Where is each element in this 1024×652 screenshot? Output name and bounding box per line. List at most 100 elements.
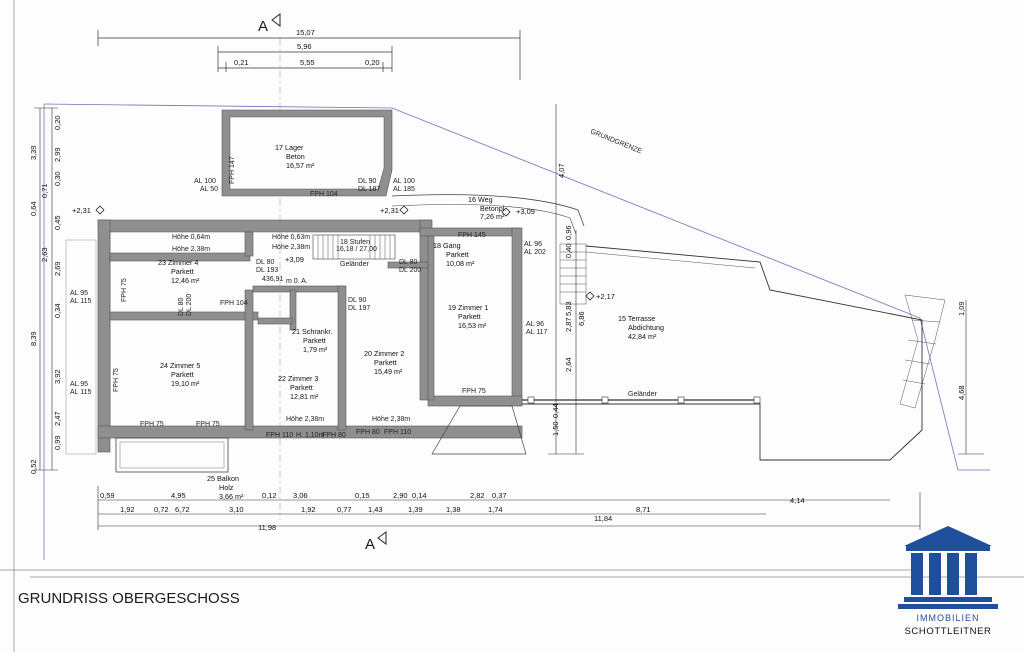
logo-roof [904, 526, 992, 546]
dim-top-part-1: 0,21 [234, 58, 249, 67]
dim-right-9: 1,50 [551, 421, 560, 436]
room-terrasse-floor: Abdichtung [628, 323, 664, 332]
room-gang-name: 18 Gang [433, 241, 461, 250]
room-weg-floor: Betonpl. [480, 204, 506, 213]
note-h110: H. 1,10m [296, 432, 325, 439]
dim-left-inner-4: 0,71 [40, 183, 49, 198]
opening-dl90: DL 90 [358, 178, 377, 185]
dim-bottom-1-7: 0,14 [412, 491, 427, 500]
dim-left-outer-4: 0,52 [29, 459, 38, 474]
note-fph104: FPH 104 [310, 191, 338, 198]
opening-al117: AL 117 [526, 329, 548, 336]
dim-bottom-1-4: 3,06 [293, 491, 308, 500]
logo-column-1 [911, 553, 923, 595]
room-zimmer1-floor: Parkett [458, 312, 481, 321]
section-letter-bottom: A [365, 536, 375, 553]
room-zimmer5-name: 24 Zimmer 5 [160, 361, 200, 370]
dim-left-inner-9: 3,92 [53, 369, 62, 384]
opening-annotations: AL 100 AL 50 DL 90 DL 187 AL 100 AL 185 … [70, 178, 548, 396]
dim-overall-top: 15,07 [296, 28, 315, 37]
section-marker-bottom: A [365, 531, 387, 553]
level-3: +3,09 [285, 255, 304, 264]
opening-dl90b: DL 90 [348, 297, 367, 304]
dim-bottom-1-6: 2,90 [393, 491, 408, 500]
opening-dl80b: DL 80 [399, 259, 418, 266]
dim-bottom-2-3: 6,72 [175, 505, 190, 514]
room-balkon-name: 25 Balkon [207, 474, 239, 483]
room-schrankr-name: 21 Schrankr. [292, 327, 332, 336]
dim-bottom-1-10: 4,14 [790, 496, 805, 505]
section-letter-top: A [258, 18, 268, 35]
section-marker-top: A [258, 13, 281, 35]
room-zimmer3-floor: Parkett [290, 383, 313, 392]
dim-bottom-2-11: 8,71 [636, 505, 651, 514]
room-zimmer1-name: 19 Zimmer 1 [448, 303, 488, 312]
note-fph110: FPH 110 [266, 432, 293, 439]
note-fph75b: FPH 75 [113, 368, 120, 392]
dim-top-part-3: 0,20 [365, 58, 380, 67]
dim-left-outer-2: 0,64 [29, 201, 38, 216]
note-fph75a: FPH 75 [121, 278, 128, 302]
opening-al115b: AL 115 [70, 389, 92, 396]
dim-right-3: 0,40 [564, 243, 573, 258]
note-fph80b: FPH 80 [356, 429, 380, 436]
dim-right-10: 1,09 [957, 301, 966, 316]
level-markers: +2,31 +2,31 +3,09 +3,09 +2,17 [72, 205, 615, 301]
terrace-area: Geländer [431, 245, 923, 461]
bottom-dimensions [97, 486, 921, 530]
note-hoehe-5: Höhe 2,38m [286, 416, 324, 423]
dim-right-2: 0,96 [564, 225, 573, 240]
room-lager-floor: Beton [286, 152, 305, 161]
room-label-weg: 16 Weg Betonpl. 7,26 m² [468, 195, 506, 221]
room-lager-area: 16,57 m² [286, 161, 315, 170]
dim-bottom-1-5: 0,15 [355, 491, 370, 500]
top-dimensions: 15,07 5,96 0,21 5,55 0,20 [97, 28, 521, 80]
room-zimmer3-name: 22 Zimmer 3 [278, 374, 318, 383]
dim-left-outer-3: 8,39 [29, 331, 38, 346]
dim-left-inner-3: 0,30 [53, 171, 62, 186]
room-label-zimmer2: 20 Zimmer 2 Parkett 15,49 m² [364, 349, 404, 376]
opening-dl200b: DL 200 [186, 294, 193, 316]
property-boundary [43, 103, 990, 471]
outdoor-stairs [559, 243, 946, 409]
dim-right-4: 5,83 [564, 301, 573, 316]
dim-right-5: 2,87 [564, 317, 573, 332]
section-arrow-bottom [377, 531, 387, 545]
room-zimmer2-floor: Parkett [374, 358, 397, 367]
logo-column-3 [947, 553, 959, 595]
opening-al50: AL 50 [200, 186, 218, 193]
section-arrow-top [271, 13, 281, 27]
room-zimmer1-area: 16,53 m² [458, 321, 487, 330]
note-fph110b: FPH 110 [384, 429, 411, 436]
height-notes: Höhe 0,64m Höhe 2,38m Höhe 0,63m Höhe 2,… [113, 156, 486, 439]
dim-right-1: 4,07 [557, 163, 566, 178]
note-fph104b: FPH 104 [220, 300, 248, 307]
staircase: 18 Stufen 16,18 / 27,00 Geländer [312, 234, 396, 268]
note-fph145: FPH 145 [458, 232, 486, 239]
path-outline-inner [391, 204, 577, 235]
dim-bottom-2-7: 1,43 [368, 505, 383, 514]
note-hoehe-6: Höhe 2,38m [372, 416, 410, 423]
room-label-zimmer5: 24 Zimmer 5 Parkett 19,10 m² [160, 361, 200, 388]
note-hoehe-3: Höhe 0,63m [272, 234, 310, 241]
dim-bottom-2-9: 1,38 [446, 505, 461, 514]
dim-bottom-1-2: 4,95 [171, 491, 186, 500]
opening-dl193: DL 193 [256, 267, 278, 274]
dim-mid-top: 5,96 [297, 42, 312, 51]
dim-left-inner-1: 0,20 [53, 115, 62, 130]
note-moa: m 0. A. [286, 278, 308, 285]
dim-bottom-3-2: 11,84 [594, 514, 612, 523]
room-gang-area: 10,08 m² [446, 259, 475, 268]
opening-al115: AL 115 [70, 298, 92, 305]
opening-al96b: AL 96 [526, 321, 544, 328]
level-2: +2,31 [380, 206, 399, 215]
room-label-zimmer4: 23 Zimmer 4 Parkett 12,46 m² [158, 258, 200, 285]
opening-dl200: DL 200 [399, 267, 421, 274]
building-walls [65, 219, 523, 473]
room-label-lager: 17 Lager Beton 16,57 m² [275, 143, 315, 170]
dim-left-inner-11: 0,99 [53, 435, 62, 450]
opening-al100b: AL 100 [393, 178, 415, 185]
dim-bottom-2-2: 0,72 [154, 505, 169, 514]
dim-left-inner-6: 2,63 [40, 247, 49, 262]
